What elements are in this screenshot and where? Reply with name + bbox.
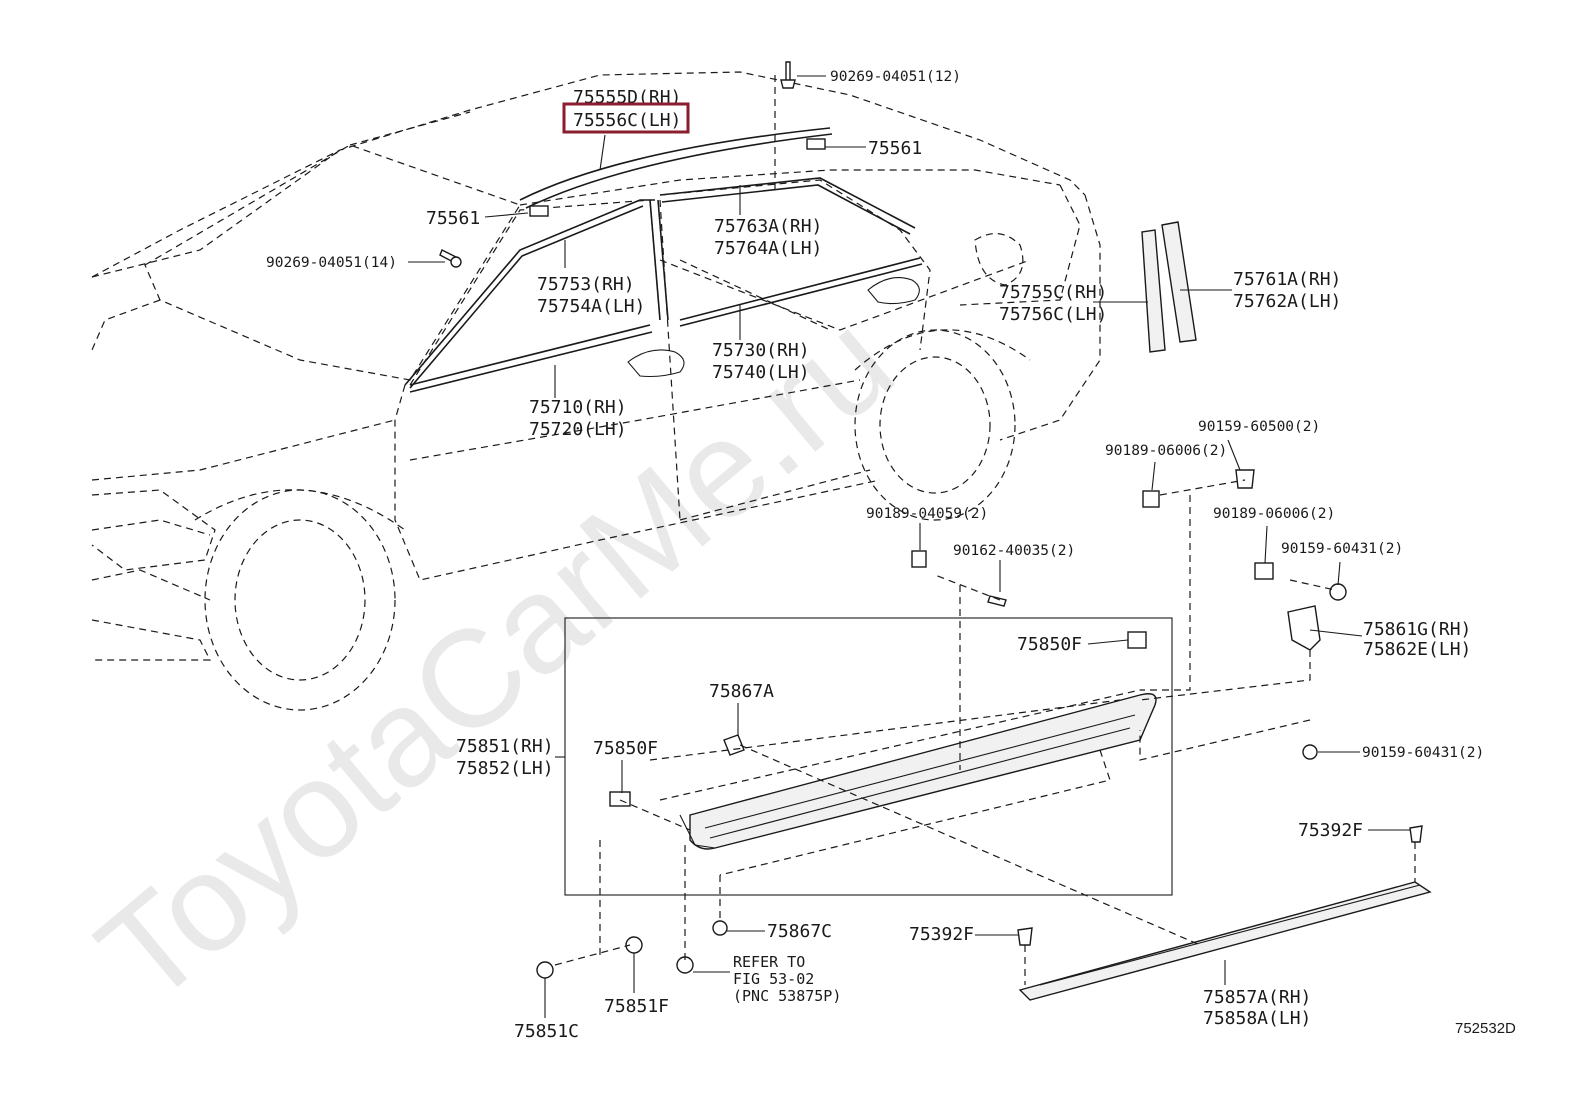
label-roof-lh: 75556C(LH) — [573, 110, 681, 131]
label-clip-roof-left: 75561 — [426, 208, 480, 229]
label-nut-04059: 90189-04059(2) — [866, 506, 988, 522]
mouldings — [404, 127, 923, 393]
clip-867c-icon — [712, 920, 728, 936]
screw-40035-icon — [987, 595, 1007, 607]
label-quarter-rh: 75755C(RH) — [999, 282, 1107, 303]
bolt-60500-icon — [1235, 469, 1255, 489]
label-clip-850f-a: 75850F — [1017, 634, 1082, 655]
label-clip-851c: 75851C — [514, 1021, 579, 1042]
label-pillar-lh: 75762A(LH) — [1233, 291, 1341, 312]
bracket-icon — [1287, 605, 1321, 651]
label-front-belt-lh: 75720(LH) — [529, 419, 627, 440]
label-clip-850f-b: 75850F — [593, 738, 658, 759]
clip-850f-left-icon — [609, 791, 631, 807]
label-nut-06006-a: 90189-06006(2) — [1105, 443, 1227, 459]
clip-392f-left-icon — [1017, 927, 1033, 946]
label-rear-belt-rh: 75730(RH) — [712, 340, 810, 361]
front-screw-icon — [439, 249, 462, 268]
label-clip-front: 90269-04051(14) — [266, 255, 397, 271]
label-front-belt-rh: 75710(RH) — [529, 397, 627, 418]
label-rear-frame-rh: 75763A(RH) — [714, 216, 822, 237]
label-quarter-lh: 75756C(LH) — [999, 304, 1107, 325]
label-front-frame-rh: 75753(RH) — [537, 274, 635, 295]
label-refer-line2: FIG 53-02 — [733, 970, 814, 988]
leader-lines — [408, 75, 1410, 1018]
label-front-frame-lh: 75754A(LH) — [537, 296, 645, 317]
label-bolt-60431-a: 90159-60431(2) — [1281, 541, 1403, 557]
label-rocker-lh: 75852(LH) — [456, 758, 554, 779]
label-bracket-lh: 75862E(LH) — [1363, 639, 1471, 660]
label-rear-frame-lh: 75764A(LH) — [714, 238, 822, 259]
callout-labels: 75555D(RH) 75556C(LH) 90269-04051(12) 75… — [266, 69, 1516, 1042]
nut-06006-a-icon — [1142, 490, 1160, 508]
label-screw-40035: 90162-40035(2) — [953, 543, 1075, 559]
install-lines — [554, 70, 1416, 985]
rocker-panel-moulding — [679, 693, 1157, 850]
label-lower-rh: 75857A(RH) — [1203, 987, 1311, 1008]
bolt-60431-b-icon — [1302, 744, 1318, 760]
diagram-id: 752532D — [1455, 1020, 1516, 1037]
label-clip-392f-a: 75392F — [1298, 820, 1363, 841]
label-bolt-60431-b: 90159-60431(2) — [1362, 745, 1484, 761]
label-rocker-rh: 75851(RH) — [456, 736, 554, 757]
bolt-60431-a-icon — [1329, 583, 1347, 601]
label-clip-867c: 75867C — [767, 921, 832, 942]
label-refer-line3: (PNC 53875P) — [733, 987, 841, 1005]
label-nut-06006-b: 90189-06006(2) — [1213, 506, 1335, 522]
highlight-box — [562, 102, 690, 134]
top-screw-icon — [780, 61, 796, 89]
nut-06006-b-icon — [1254, 562, 1274, 580]
label-rear-belt-lh: 75740(LH) — [712, 362, 810, 383]
clip-850f-top-icon — [1127, 631, 1147, 649]
lower-moulding — [1018, 881, 1432, 1001]
label-clip-851f: 75851F — [604, 996, 669, 1017]
nut-04059-icon — [911, 550, 927, 568]
pillar-garnish-icon — [1141, 221, 1197, 353]
label-bolt-60500: 90159-60500(2) — [1198, 419, 1320, 435]
roof-clip-left-icon — [529, 205, 549, 217]
label-clip-top: 90269-04051(12) — [830, 69, 961, 85]
label-clip-roof-right: 75561 — [868, 138, 922, 159]
clip-851c-icon — [536, 961, 554, 979]
label-pillar-rh: 75761A(RH) — [1233, 269, 1341, 290]
label-clip-392f-b: 75392F — [909, 924, 974, 945]
label-lower-lh: 75858A(LH) — [1203, 1008, 1311, 1029]
clip-392f-right-icon — [1409, 825, 1423, 843]
label-bracket-rh: 75861G(RH) — [1363, 619, 1471, 640]
label-refer-line1: REFER TO — [733, 953, 805, 971]
roof-clip-right-icon — [806, 138, 826, 150]
label-clip-867a: 75867A — [709, 681, 774, 702]
